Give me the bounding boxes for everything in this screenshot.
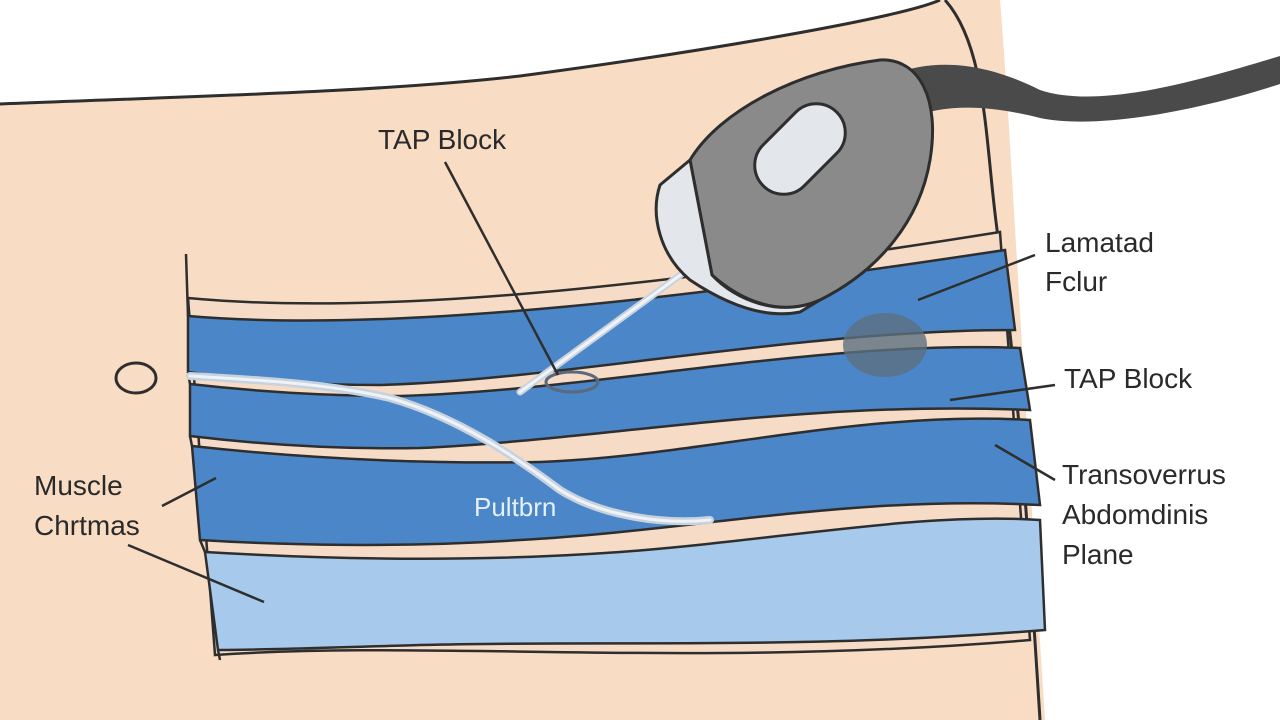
label-transversus: Transoverrus (1062, 459, 1226, 490)
label-muscle: Muscle (34, 470, 123, 501)
label-abdomdinis: Abdomdinis (1062, 499, 1209, 530)
tissue-layers (184, 230, 1047, 661)
layer-peritoneum (203, 517, 1047, 652)
umbilicus-icon (114, 361, 158, 395)
label-inner-layer: Pultbrn (474, 492, 557, 522)
ultrasound-probe-icon (654, 56, 1280, 316)
label-chrtmas: Chrtmas (34, 510, 140, 541)
label-plane: Plane (1062, 539, 1134, 570)
leader-lines (127, 161, 1056, 604)
label-fclur: Fclur (1045, 266, 1108, 297)
label-tap-block-top: TAP Block (378, 124, 507, 155)
label-tap-block-right: TAP Block (1064, 363, 1193, 394)
abdomen-outline (0, 0, 941, 106)
layer-transversus-abdominis (190, 417, 1042, 547)
needle-icon (516, 264, 694, 396)
anaesthetic-pool (843, 313, 927, 377)
label-lamatad: Lamatad (1045, 227, 1154, 258)
